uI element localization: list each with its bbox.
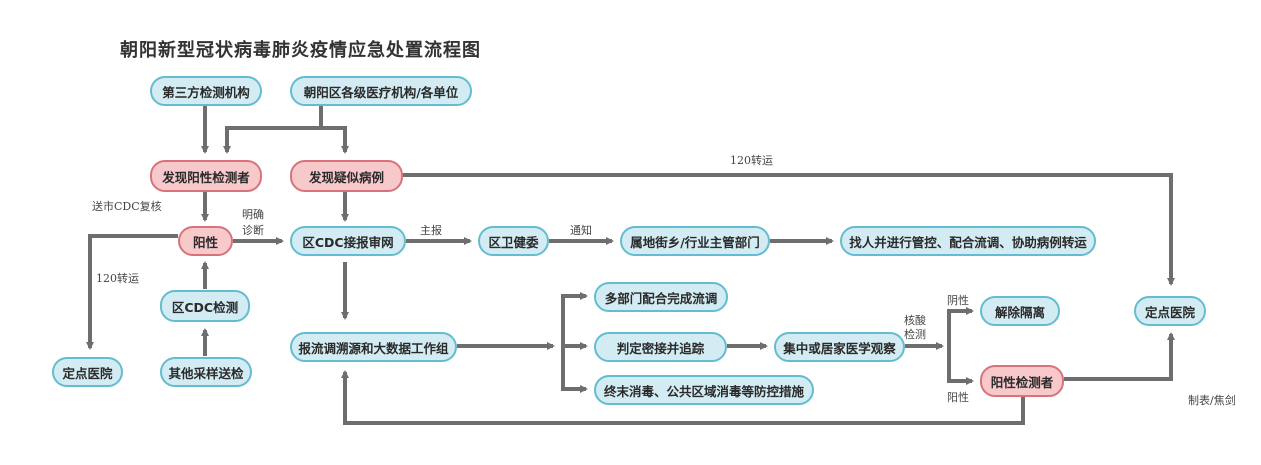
label-positive-small: 阳性 — [947, 391, 969, 404]
node-designated-hospital-right: 定点医院 — [1134, 296, 1206, 326]
page-title: 朝阳新型冠状病毒肺炎疫情应急处置流程图 — [120, 40, 481, 61]
node-district-cdc-test: 区CDC检测 — [160, 290, 250, 322]
node-find-people: 找人并进行管控、配合流调、协助病例转运 — [840, 226, 1096, 256]
node-district-cdc-review: 区CDC接报审网 — [290, 226, 406, 256]
node-release-isolation: 解除隔离 — [980, 296, 1060, 326]
node-third-party-lab: 第三方检测机构 — [150, 76, 262, 106]
label-report: 主报 — [420, 224, 442, 237]
label-nucleic-line2: 检测 — [904, 328, 926, 341]
node-trace-team: 报流调溯源和大数据工作组 — [290, 332, 457, 362]
node-positive: 阳性 — [178, 226, 233, 256]
credit-text: 制表/焦剑 — [1188, 394, 1236, 407]
node-close-contacts: 判定密接并追踪 — [594, 332, 727, 362]
label-nucleic-line1: 核酸 — [904, 314, 926, 327]
label-diagnosis-line1: 明确 — [242, 208, 264, 221]
node-multi-department: 多部门配合完成流调 — [594, 282, 728, 312]
node-district-health-commission: 区卫健委 — [478, 226, 549, 256]
node-centralized-observation: 集中或居家医学观察 — [774, 332, 905, 362]
node-chaoyang-institutions: 朝阳区各级医疗机构/各单位 — [290, 76, 472, 106]
node-designated-hospital-left: 定点医院 — [52, 357, 123, 387]
node-street-department: 属地街乡/行业主管部门 — [620, 226, 770, 256]
label-send-city-cdc: 送市CDC复核 — [92, 200, 162, 213]
node-disinfection: 终末消毒、公共区域消毒等防控措施 — [594, 375, 814, 405]
label-120-transfer-top: 120转运 — [730, 154, 773, 167]
label-negative: 阴性 — [947, 294, 969, 307]
label-120-transfer-left: 120转运 — [96, 272, 139, 285]
node-found-suspected: 发现疑似病例 — [290, 160, 403, 192]
node-found-positive: 发现阳性检测者 — [150, 160, 262, 192]
node-positive-tested: 阳性检测者 — [980, 365, 1064, 397]
node-other-sampling: 其他采样送检 — [160, 357, 252, 387]
label-diagnosis-line2: 诊断 — [242, 224, 264, 237]
label-notify: 通知 — [570, 224, 592, 237]
